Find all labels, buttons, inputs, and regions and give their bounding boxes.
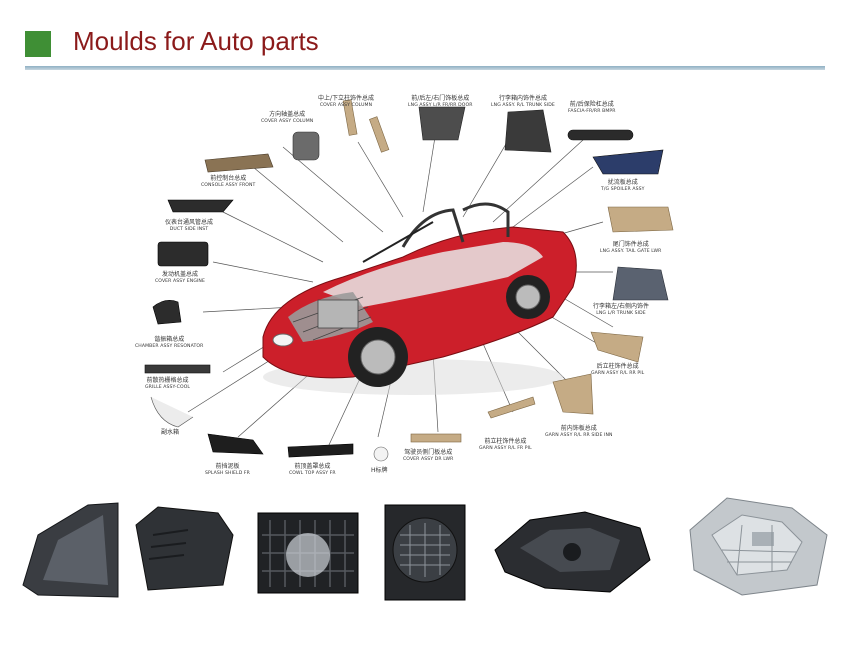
page-title: Moulds for Auto parts — [73, 26, 319, 56]
callout-en: COVER ASSY COLUMN — [319, 102, 373, 108]
callout-dash-duct: 仪表台通风管总成 DUCT SIDE INST — [165, 219, 214, 232]
car-illustration — [144, 99, 674, 462]
callout-zh: 前内饰板总成 — [560, 425, 597, 432]
callout-en: CONSOLE ASSY FRONT — [201, 182, 256, 188]
title-divider — [25, 66, 825, 70]
parts-icons — [144, 99, 674, 462]
callout-front-pillar: 前立柱饰件总成 GARN ASSY R/L FR PIL — [479, 438, 532, 451]
callout-column-cover: 方向轴盖总成 COVER ASSY COLUMN — [261, 111, 314, 124]
callout-en: COVER ASSY ENGINE — [155, 278, 205, 284]
callout-engine-cover: 发动机盖总成 COVER ASSY ENGINE — [155, 271, 205, 284]
callout-zh: 前控制台总成 — [210, 175, 247, 182]
black-duct-bracket-part-icon — [494, 511, 651, 593]
roadster-car — [262, 202, 577, 395]
callout-en: CHAMBER ASSY RESONATOR — [135, 343, 204, 349]
callout-reserve-tank: 副水箱 — [161, 429, 180, 437]
callout-zh: H标牌 — [371, 467, 388, 474]
callout-zh: 前/后左/右门饰板总成 — [411, 95, 470, 102]
callout-tailgate-lining: 尾门饰件总成 LNG ASSY. TAIL GATE LWR — [600, 241, 662, 254]
callout-zh: 前立柱饰件总成 — [484, 438, 527, 445]
callout-door-lining: 前/后左/右门饰板总成 LNG ASSY L/R FR/RR DOOR — [408, 95, 473, 108]
auto-parts-diagram: 中上/下立柱饰件总成 COVER ASSY COLUMN 前/后左/右门饰板总成… — [113, 92, 693, 487]
callout-spoiler: 扰流板总成 T/G SPOILER ASSY — [601, 179, 645, 192]
callout-zh: 谐振箱总成 — [154, 336, 185, 343]
callout-en: GARN ASSY R/L RR PIL — [591, 370, 645, 376]
callout-resonator: 谐振箱总成 CHAMBER ASSY RESONATOR — [135, 336, 204, 349]
callout-zh: 仪表台通风管总成 — [165, 219, 214, 226]
callout-zh: 发动机盖总成 — [161, 271, 198, 278]
callout-zh: 前顶盖罩总成 — [294, 463, 331, 470]
callout-zh: 尾门饰件总成 — [612, 241, 649, 248]
callout-en: GRILLE ASSY-COOL — [145, 384, 191, 390]
callout-en: COWL TOP ASSY FR — [289, 470, 336, 476]
callout-trunk-side-lining: 行李箱左/右侧内饰件 LNG L/R TRUNK SIDE — [593, 303, 650, 316]
title-accent-square — [25, 31, 51, 57]
callout-en: LNG L/R TRUNK SIDE — [596, 310, 646, 316]
mould-photo-strip — [0, 490, 860, 645]
callout-bumper: 前/后保险杠总成 FASCIA-FR/RR BMPR — [568, 101, 616, 114]
callout-en: DUCT SIDE INST — [169, 226, 209, 232]
callout-rear-side-inner: 前内饰板总成 GARN ASSY R/L RR SIDE INN — [545, 425, 613, 438]
callout-h-emblem: H标牌 — [371, 467, 388, 475]
callout-en: LNG ASSY. TAIL GATE LWR — [600, 248, 662, 254]
callout-zh: 副水箱 — [161, 429, 180, 436]
callout-trunk-lining: 行李箱内饰件总成 LNG ASSY. R/L TRUNK SIDE — [491, 95, 555, 108]
callout-zh: 方向轴盖总成 — [269, 111, 306, 118]
callout-rear-pillar: 后立柱饰件总成 GARN ASSY R/L RR PIL — [591, 363, 645, 376]
callout-cooling-grille: 前散热栅格总成 GRILLE ASSY-COOL — [145, 377, 191, 390]
callout-zh: 行李箱左/右侧内饰件 — [593, 303, 650, 310]
callout-en: COVER ASSY COLUMN — [261, 118, 314, 124]
callout-en: FASCIA-FR/RR BMPR — [568, 108, 616, 114]
callout-en: T/G SPOILER ASSY — [601, 186, 645, 192]
callout-zh: 中上/下立柱饰件总成 — [318, 95, 375, 102]
callout-zh: 驾驶员侧门板总成 — [404, 449, 453, 456]
callout-en: LNG ASSY. R/L TRUNK SIDE — [491, 102, 555, 108]
callout-en: COVER ASSY DR LWR — [403, 456, 454, 462]
callout-zh: 扰流板总成 — [607, 179, 638, 186]
callout-front-console: 前控制台总成 CONSOLE ASSY FRONT — [201, 175, 256, 188]
callout-splash-shield: 前挡泥板 SPLASH SHIELD FR — [205, 463, 250, 476]
callout-en: GARN ASSY R/L RR SIDE INN — [545, 432, 613, 438]
callout-cowl-top: 前顶盖罩总成 COWL TOP ASSY FR — [289, 463, 336, 476]
callout-en: SPLASH SHIELD FR — [205, 470, 250, 476]
silver-bracket-part-icon — [689, 497, 828, 596]
callout-zh: 前散热栅格总成 — [146, 377, 189, 384]
callout-en: LNG ASSY L/R FR/RR DOOR — [408, 102, 473, 108]
callout-zh: 前/后保险杠总成 — [569, 101, 614, 108]
callout-zh: 后立柱饰件总成 — [596, 363, 639, 370]
callout-zh: 行李箱内饰件总成 — [498, 95, 547, 102]
black-fan-shroud-part-icon — [257, 504, 466, 601]
callout-column-cover-upper-lower: 中上/下立柱饰件总成 COVER ASSY COLUMN — [318, 95, 375, 108]
callout-door-lower-cover: 驾驶员侧门板总成 COVER ASSY DR LWR — [403, 449, 454, 462]
callout-zh: 前挡泥板 — [215, 463, 240, 470]
gray-housing-part-icon — [22, 502, 234, 598]
callout-en: GARN ASSY R/L FR PIL — [479, 445, 532, 451]
